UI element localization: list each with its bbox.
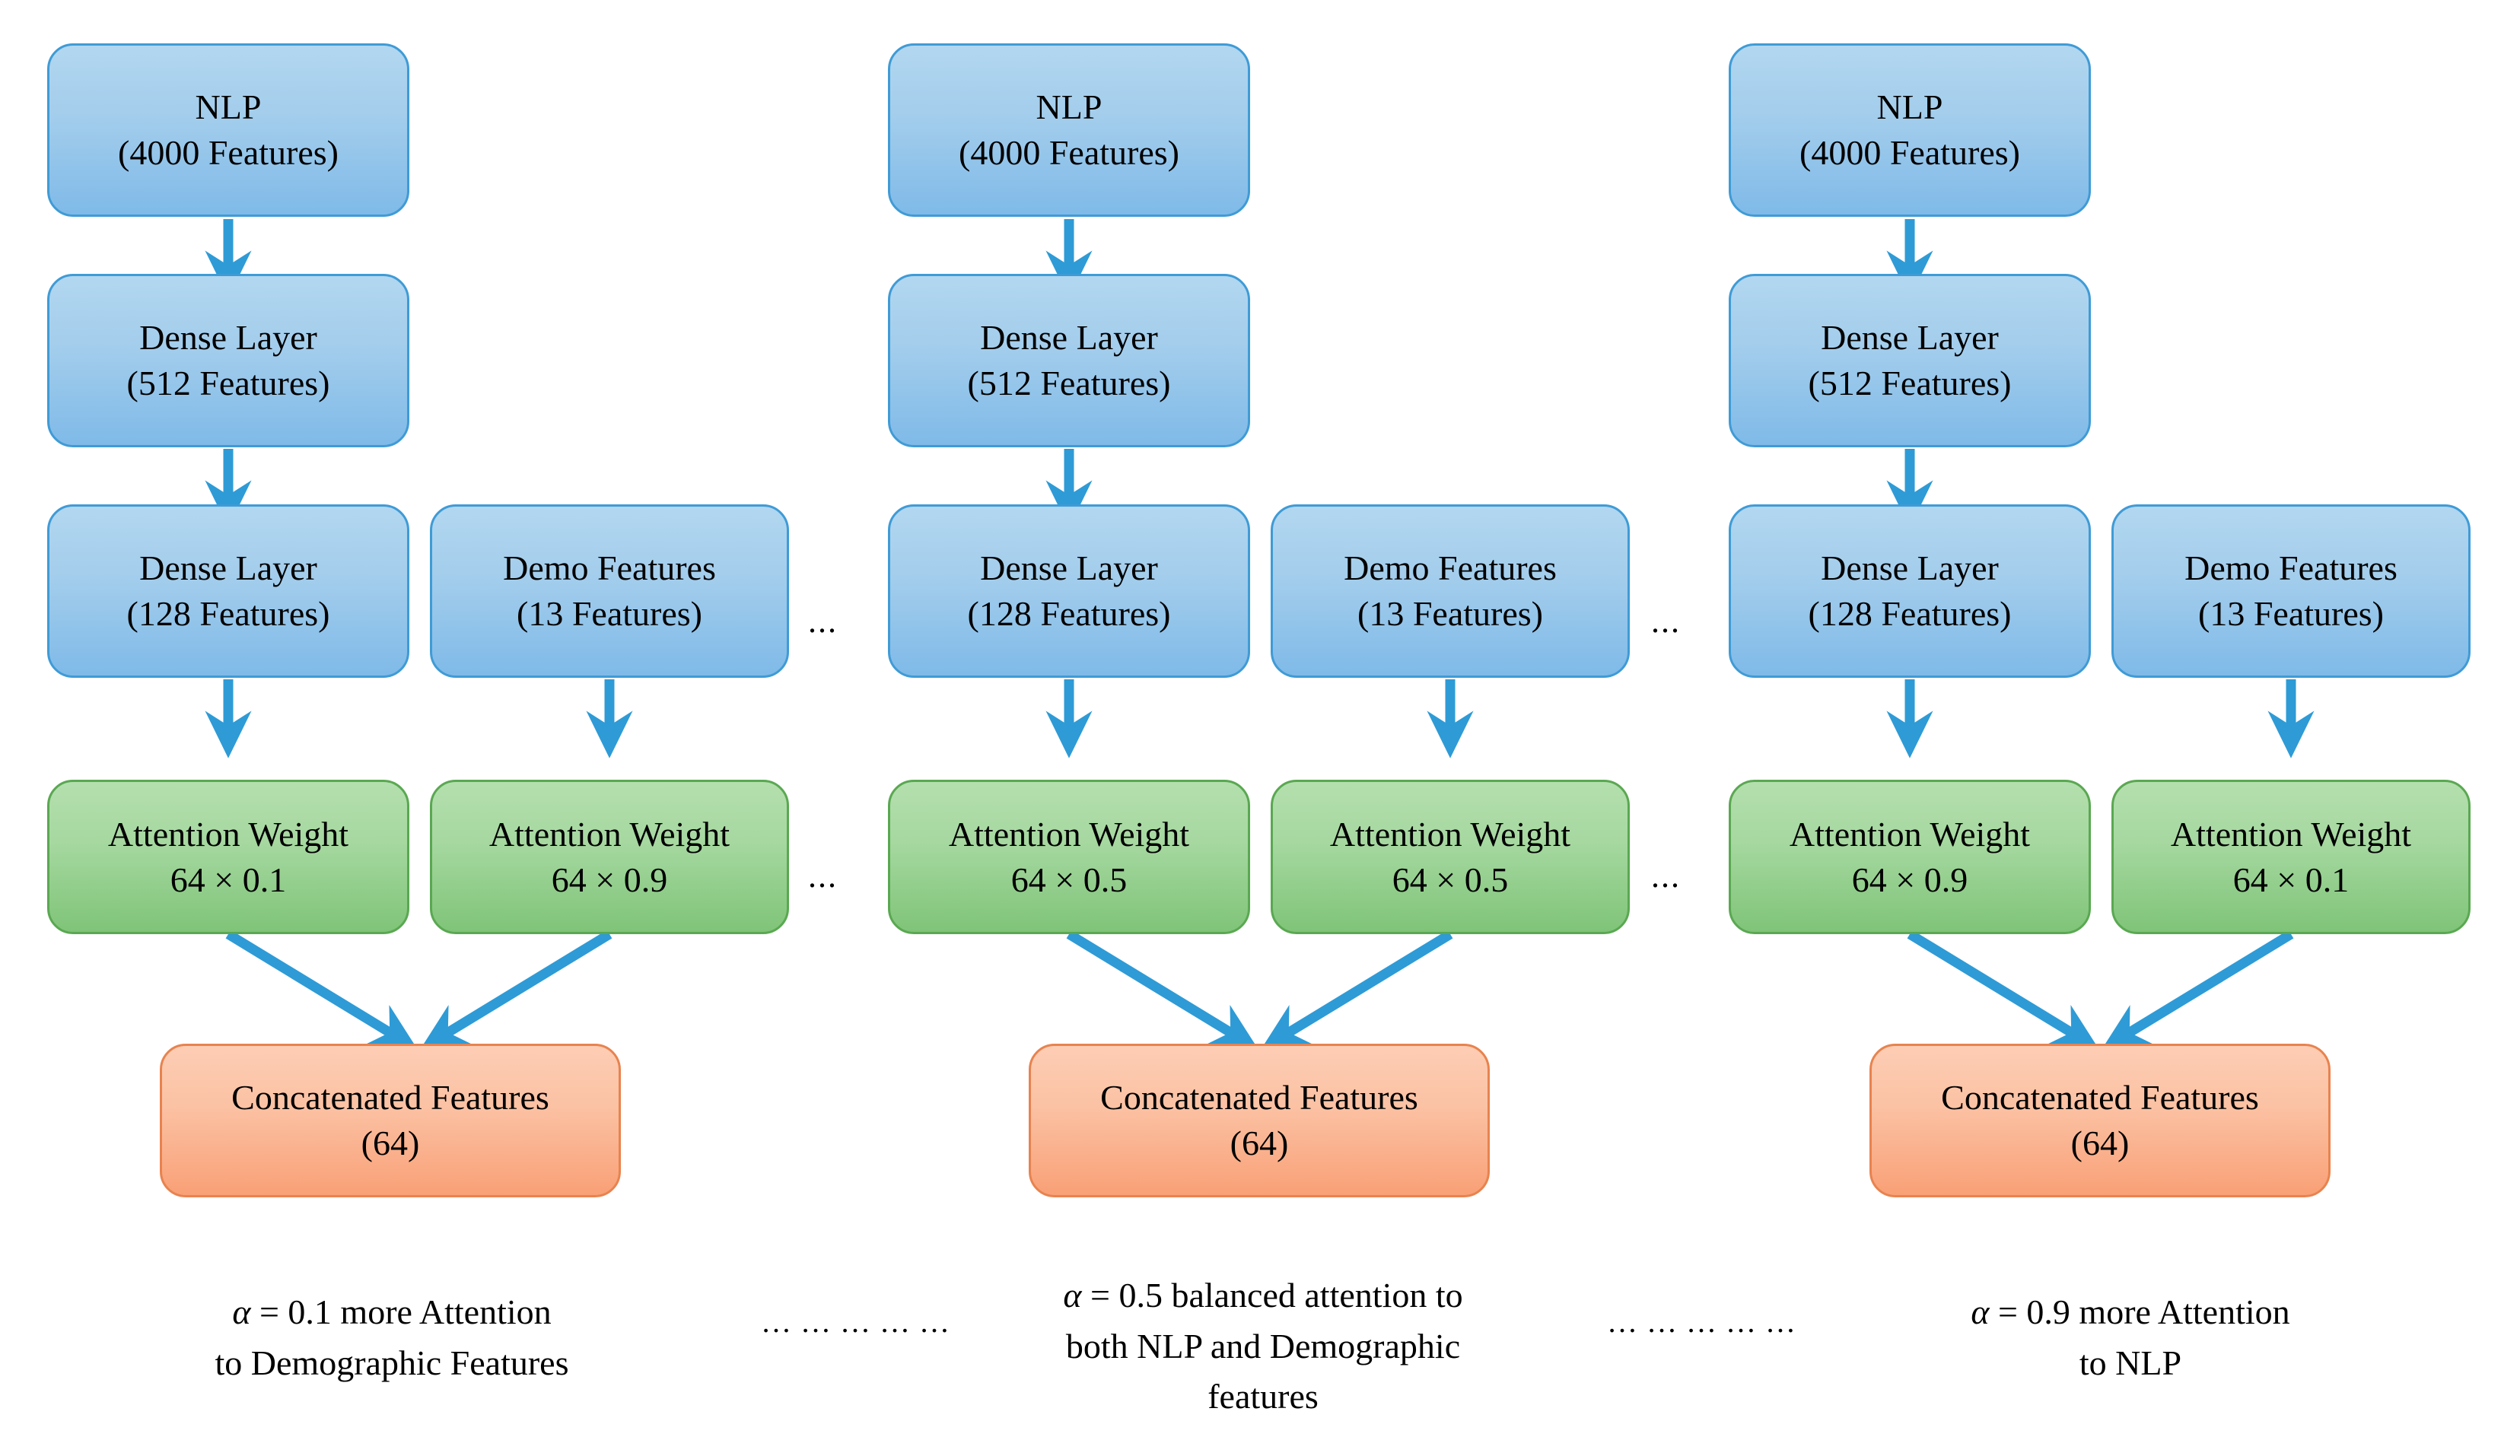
demo-features-box: Demo Features (13 Features) xyxy=(430,504,789,678)
attention-weight-nlp-value: 64 × 0.1 xyxy=(170,860,287,899)
dense-layer-128-box: Dense Layer (128 Features) xyxy=(47,504,409,678)
attention-weight-nlp-box: Attention Weight 64 × 0.5 xyxy=(888,780,1250,934)
caption-alpha-05-line3: features xyxy=(1208,1377,1319,1416)
attention-weight-nlp-title: Attention Weight xyxy=(107,814,349,854)
caption-alpha-01-line1: α = 0.1 more Attention xyxy=(68,1287,715,1338)
nlp-input-box: NLP (4000 Features) xyxy=(888,43,1250,217)
dense-layer-512-title: Dense Layer xyxy=(139,318,317,358)
concatenated-features-title: Concatenated Features xyxy=(231,1078,549,1117)
attention-weight-nlp-title: Attention Weight xyxy=(948,814,1190,854)
caption-alpha-05-line2: both NLP and Demographic xyxy=(1065,1326,1461,1365)
attention-weight-demo-value: 64 × 0.5 xyxy=(1392,860,1509,899)
ellipsis-separator-demo-row-2: ... xyxy=(1651,602,1681,640)
demo-features-title: Demo Features xyxy=(503,548,716,588)
attention-weight-demo-box: Attention Weight 64 × 0.9 xyxy=(430,780,789,934)
dense-layer-512-box: Dense Layer (512 Features) xyxy=(47,274,409,447)
nlp-input-box: NLP (4000 Features) xyxy=(1729,43,2091,217)
attention-weight-nlp-box: Attention Weight 64 × 0.9 xyxy=(1729,780,2091,934)
concatenated-features-title: Concatenated Features xyxy=(1100,1078,1418,1117)
attention-weight-demo-title: Attention Weight xyxy=(2170,814,2412,854)
caption-alpha-09-line1-text: = 0.9 more Attention xyxy=(1989,1292,2290,1331)
dense-layer-128-title: Dense Layer xyxy=(980,548,1158,588)
caption-alpha-01-line1-text: = 0.1 more Attention xyxy=(250,1292,552,1331)
concatenated-features-subtitle: (64) xyxy=(1230,1124,1289,1162)
caption-alpha-01-line2: to Demographic Features xyxy=(215,1343,569,1382)
caption-alpha-01: α = 0.1 more Attention to Demographic Fe… xyxy=(68,1287,715,1388)
nlp-title: NLP xyxy=(1036,87,1102,127)
alpha-symbol: α xyxy=(1063,1276,1082,1315)
nlp-subtitle: (4000 Features) xyxy=(959,133,1179,172)
dense-layer-512-title: Dense Layer xyxy=(980,318,1158,358)
dense-layer-128-subtitle: (128 Features) xyxy=(967,594,1171,633)
ellipsis-separator-attention-row-1: ... xyxy=(808,857,838,895)
dense-layer-512-subtitle: (512 Features) xyxy=(1808,364,2012,402)
nlp-subtitle: (4000 Features) xyxy=(1799,133,2020,172)
demo-features-box: Demo Features (13 Features) xyxy=(2111,504,2471,678)
dense-layer-128-box: Dense Layer (128 Features) xyxy=(888,504,1250,678)
concatenated-features-subtitle: (64) xyxy=(361,1124,420,1162)
ellipsis-separator-demo-row-1: ... xyxy=(808,602,838,640)
nlp-title: NLP xyxy=(1876,87,1943,127)
caption-alpha-09-line1: α = 0.9 more Attention xyxy=(1826,1287,2435,1338)
dense-layer-512-box: Dense Layer (512 Features) xyxy=(1729,274,2091,447)
dense-layer-128-box: Dense Layer (128 Features) xyxy=(1729,504,2091,678)
dense-layer-128-title: Dense Layer xyxy=(1821,548,1999,588)
alpha-symbol: α xyxy=(232,1292,251,1331)
caption-alpha-09-line2: to NLP xyxy=(2079,1343,2182,1382)
attention-weight-demo-value: 64 × 0.1 xyxy=(2232,860,2350,899)
concatenated-features-box: Concatenated Features (64) xyxy=(160,1044,621,1197)
attention-weight-demo-box: Attention Weight 64 × 0.5 xyxy=(1271,780,1630,934)
nlp-subtitle: (4000 Features) xyxy=(118,133,339,172)
attention-weight-nlp-value: 64 × 0.5 xyxy=(1010,860,1128,899)
attention-weight-demo-title: Attention Weight xyxy=(488,814,730,854)
caption-alpha-09: α = 0.9 more Attention to NLP xyxy=(1826,1287,2435,1388)
concatenated-features-box: Concatenated Features (64) xyxy=(1869,1044,2331,1197)
demo-features-title: Demo Features xyxy=(1344,548,1557,588)
dense-layer-512-subtitle: (512 Features) xyxy=(126,364,330,402)
concatenated-features-title: Concatenated Features xyxy=(1941,1078,2259,1117)
ellipsis-separator-caption-row-1: … … … … … xyxy=(761,1305,950,1339)
dense-layer-512-subtitle: (512 Features) xyxy=(967,364,1171,402)
dense-layer-512-box: Dense Layer (512 Features) xyxy=(888,274,1250,447)
attention-weight-nlp-box: Attention Weight 64 × 0.1 xyxy=(47,780,409,934)
attention-weight-nlp-value: 64 × 0.9 xyxy=(1851,860,1968,899)
attention-weight-nlp-title: Attention Weight xyxy=(1789,814,2031,854)
caption-alpha-05-line1-text: = 0.5 balanced attention to xyxy=(1081,1276,1463,1315)
caption-alpha-05: α = 0.5 balanced attention to both NLP a… xyxy=(974,1270,1552,1423)
attention-weight-demo-box: Attention Weight 64 × 0.1 xyxy=(2111,780,2471,934)
demo-features-title: Demo Features xyxy=(2184,548,2398,588)
dense-layer-128-title: Dense Layer xyxy=(139,548,317,588)
attention-weight-demo-title: Attention Weight xyxy=(1329,814,1571,854)
nlp-input-box: NLP (4000 Features) xyxy=(47,43,409,217)
nlp-title: NLP xyxy=(195,87,262,127)
demo-features-subtitle: (13 Features) xyxy=(517,594,702,633)
alpha-symbol: α xyxy=(1971,1292,1990,1331)
dense-layer-128-subtitle: (128 Features) xyxy=(1808,594,2012,633)
ellipsis-separator-caption-row-2: … … … … … xyxy=(1607,1305,1796,1339)
demo-features-subtitle: (13 Features) xyxy=(1357,594,1543,633)
concatenated-features-subtitle: (64) xyxy=(2070,1124,2130,1162)
dense-layer-128-subtitle: (128 Features) xyxy=(126,594,330,633)
attention-weight-demo-value: 64 × 0.9 xyxy=(551,860,668,899)
ellipsis-separator-attention-row-2: ... xyxy=(1651,857,1681,895)
demo-features-box: Demo Features (13 Features) xyxy=(1271,504,1630,678)
concatenated-features-box: Concatenated Features (64) xyxy=(1029,1044,1490,1197)
demo-features-subtitle: (13 Features) xyxy=(2198,594,2384,633)
dense-layer-512-title: Dense Layer xyxy=(1821,318,1999,358)
caption-alpha-05-line1: α = 0.5 balanced attention to xyxy=(974,1270,1552,1321)
